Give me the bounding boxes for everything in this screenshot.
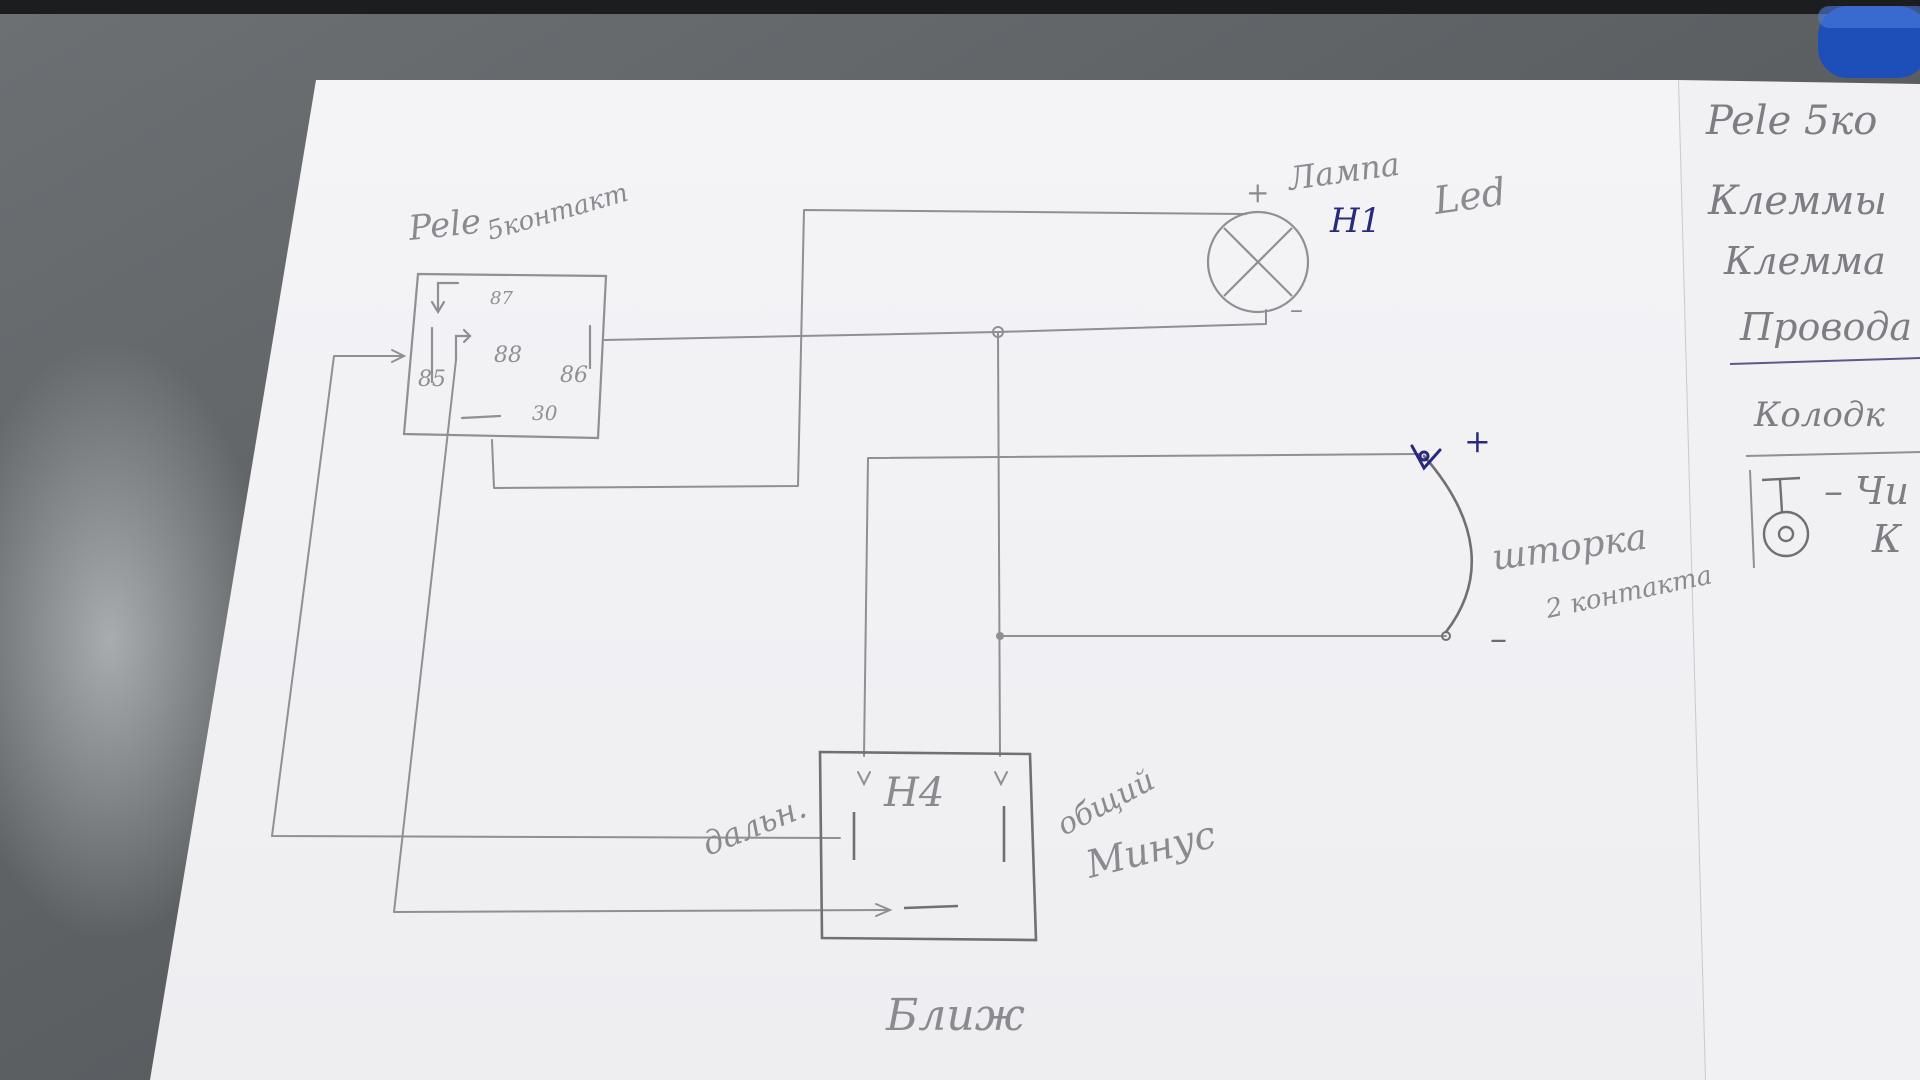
relay-pin-86: 86 <box>560 363 588 388</box>
side-list-box-left <box>1749 469 1755 569</box>
relay-body <box>402 272 608 440</box>
switch-plus-pointer <box>1410 444 1442 471</box>
wire-common-minus <box>997 331 1001 757</box>
connector-code: H4 <box>883 770 944 816</box>
wire-relay88-blizh <box>393 359 889 913</box>
relay-pin-87: 87 <box>490 288 513 309</box>
lamp-type-led: Led <box>1430 169 1508 223</box>
side-list-item-5: Колодк <box>1753 395 1885 435</box>
main-sheet <box>150 80 1705 1080</box>
relay <box>402 272 608 440</box>
switch-symbol <box>1422 454 1473 634</box>
lamp-symbol <box>1206 210 1310 314</box>
desk-top-edge <box>0 0 1920 14</box>
junction-middle <box>996 632 1004 640</box>
relay-title-line1: Pele <box>406 202 483 249</box>
wire-relay86-lamp-minus <box>603 309 1267 341</box>
side-list: Pele 5ко Клеммы Клемма Провода Колодк – … <box>1705 98 1920 569</box>
switch-minus: – <box>1490 619 1507 659</box>
side-list-item-3: Клемма <box>1723 239 1886 283</box>
blue-marker <box>1818 6 1920 78</box>
lamp-type-code: H1 <box>1329 201 1381 241</box>
junction-top <box>992 326 1004 338</box>
key-icon <box>1761 476 1810 558</box>
side-list-item-1: Pele 5ко <box>1705 98 1877 144</box>
wire-arrows <box>391 349 1008 917</box>
wires <box>271 209 1447 913</box>
relay-pin-88: 88 <box>494 343 522 368</box>
side-list-item-4: Провода <box>1739 305 1912 349</box>
lamp-plus: + <box>1246 176 1269 209</box>
relay-pin-85: 85 <box>418 367 446 392</box>
switch-minus-terminal <box>1441 631 1451 641</box>
side-list-underline <box>1729 357 1920 365</box>
switch-plus: + <box>1464 422 1491 460</box>
lamp-minus: – <box>1290 295 1303 325</box>
side-list-item-2: Клеммы <box>1707 178 1887 224</box>
wire-lamp-plus <box>491 209 1247 489</box>
connector-bottom-label: Ближ <box>885 990 1025 1041</box>
connector-h4 <box>818 750 1038 942</box>
relay-pin-30: 30 <box>532 401 558 425</box>
side-sheet <box>1678 80 1920 1080</box>
side-list-underline-2 <box>1745 451 1920 457</box>
key-text-line2: К <box>1871 517 1903 561</box>
key-text-line1: – Чи <box>1824 469 1909 513</box>
connector-body <box>818 750 1038 942</box>
wire-switch-plus <box>863 453 1421 757</box>
wire-relay85-dalny <box>271 355 841 839</box>
